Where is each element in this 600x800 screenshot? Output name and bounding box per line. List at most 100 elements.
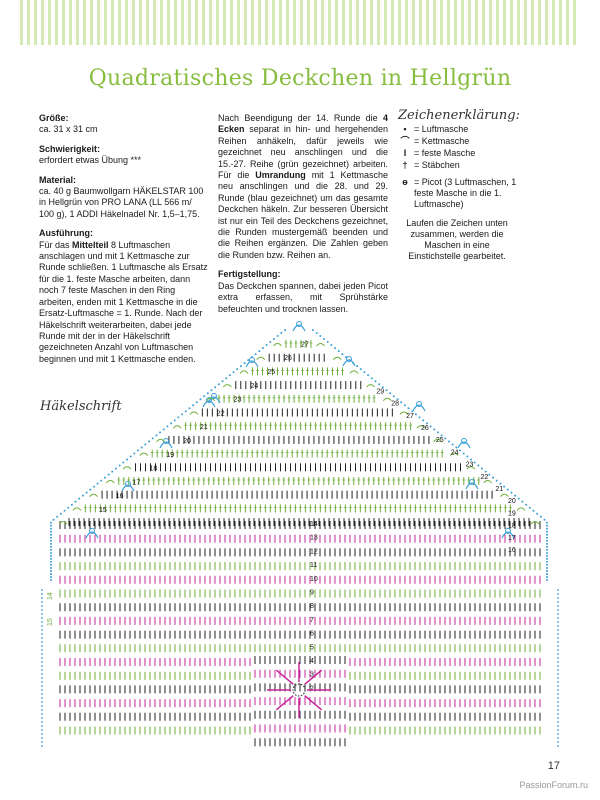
border-dot <box>389 392 392 395</box>
row-number: 24 <box>250 383 258 390</box>
picot-mark <box>125 481 131 487</box>
border-dot <box>50 572 52 575</box>
picot-mark <box>342 359 356 367</box>
picot-mark <box>465 482 479 490</box>
chain-arc <box>256 356 266 361</box>
border-dot <box>546 563 548 566</box>
border-dot <box>458 449 461 452</box>
border-dot <box>111 470 114 473</box>
border-dot <box>503 485 506 488</box>
border-dot <box>367 374 370 377</box>
chain-arc <box>239 370 249 374</box>
border-dot <box>557 629 559 631</box>
border-dot <box>221 380 224 383</box>
size-value: ca. 31 x 31 cm <box>39 124 98 135</box>
border-dot <box>422 419 425 422</box>
border-dot <box>359 368 362 371</box>
border-dot <box>81 494 84 497</box>
border-dot <box>470 458 473 461</box>
border-dot <box>155 434 158 437</box>
border-dot <box>510 491 513 494</box>
row-number: 2 <box>310 685 314 692</box>
chain-arc <box>139 452 149 456</box>
row-number: 21 <box>200 424 208 431</box>
border-dot <box>210 389 213 392</box>
border-dot <box>41 717 43 719</box>
chain-arc <box>516 507 526 511</box>
border-dot <box>41 705 43 707</box>
border-dot <box>521 500 524 503</box>
border-dot <box>41 641 43 643</box>
border-dot <box>265 344 268 347</box>
border-dot <box>41 633 43 635</box>
border-dot <box>557 661 559 663</box>
border-dot <box>50 563 52 566</box>
border-dot <box>41 621 43 623</box>
border-dot <box>50 548 52 551</box>
border-dot <box>557 729 559 731</box>
border-dot <box>392 395 395 398</box>
picot-mark <box>249 357 255 363</box>
legend-item: I = feste Masche <box>398 148 568 159</box>
border-dot <box>557 637 559 639</box>
execution-text-post: 8 Luftmaschen anschlagen und mit 1 Kettm… <box>39 239 208 364</box>
border-dot <box>70 503 73 506</box>
legend-item-label: = Picot (3 Luftmaschen, 1 feste Masche i… <box>414 177 517 210</box>
row-number: 24 <box>451 449 459 456</box>
execution-text-bold: Mittelteil <box>72 239 109 250</box>
border-dot <box>557 653 559 655</box>
border-dot <box>528 506 531 509</box>
border-dot <box>140 446 143 449</box>
chain-arc <box>399 411 409 415</box>
border-dot <box>557 681 559 683</box>
picot-mark <box>85 531 99 539</box>
legend-item-label: = Luftmasche <box>414 124 469 135</box>
border-dot <box>466 455 469 458</box>
border-dot <box>41 637 43 639</box>
border-dot <box>473 461 476 464</box>
border-dot <box>481 467 484 470</box>
picot-mark <box>211 393 217 399</box>
border-dot <box>41 653 43 655</box>
border-dot <box>122 461 125 464</box>
border-dot <box>370 377 373 380</box>
border-dot <box>41 681 43 683</box>
border-dot <box>41 589 43 591</box>
border-dot <box>225 377 228 380</box>
border-dot <box>243 362 246 365</box>
border-dot <box>546 545 548 548</box>
border-dot <box>41 701 43 703</box>
picot-mark <box>457 441 471 449</box>
border-dot <box>50 521 52 524</box>
border-dot <box>41 665 43 667</box>
picot-icon: ɵ <box>402 177 408 188</box>
border-dot <box>137 449 140 452</box>
row-number: 26 <box>284 355 292 362</box>
border-dot <box>557 645 559 647</box>
border-dot <box>557 741 559 743</box>
border-dot <box>557 705 559 707</box>
border-dot <box>484 470 487 473</box>
border-dot <box>269 341 272 344</box>
border-dot <box>173 419 176 422</box>
border-dot <box>258 350 261 353</box>
chain-arc <box>156 438 165 443</box>
border-dot <box>103 476 106 479</box>
border-dot <box>144 443 147 446</box>
border-dot <box>41 601 43 603</box>
legend-item: • = Luftmasche <box>398 124 568 135</box>
legend-note: Laufen die Zeichen unten zusammen, werde… <box>406 218 508 262</box>
border-dot <box>133 452 136 455</box>
border-dot <box>41 673 43 675</box>
border-dot <box>385 389 388 392</box>
border-dot <box>447 440 450 443</box>
border-dot <box>363 371 366 374</box>
border-dot <box>50 551 52 554</box>
border-dot <box>546 566 548 569</box>
material-label: Material: <box>39 174 77 185</box>
border-dot <box>429 425 432 428</box>
border-dot <box>444 437 447 440</box>
row-number: 18 <box>508 523 516 530</box>
border-dot <box>330 344 333 347</box>
row-number: 17 <box>508 535 516 542</box>
